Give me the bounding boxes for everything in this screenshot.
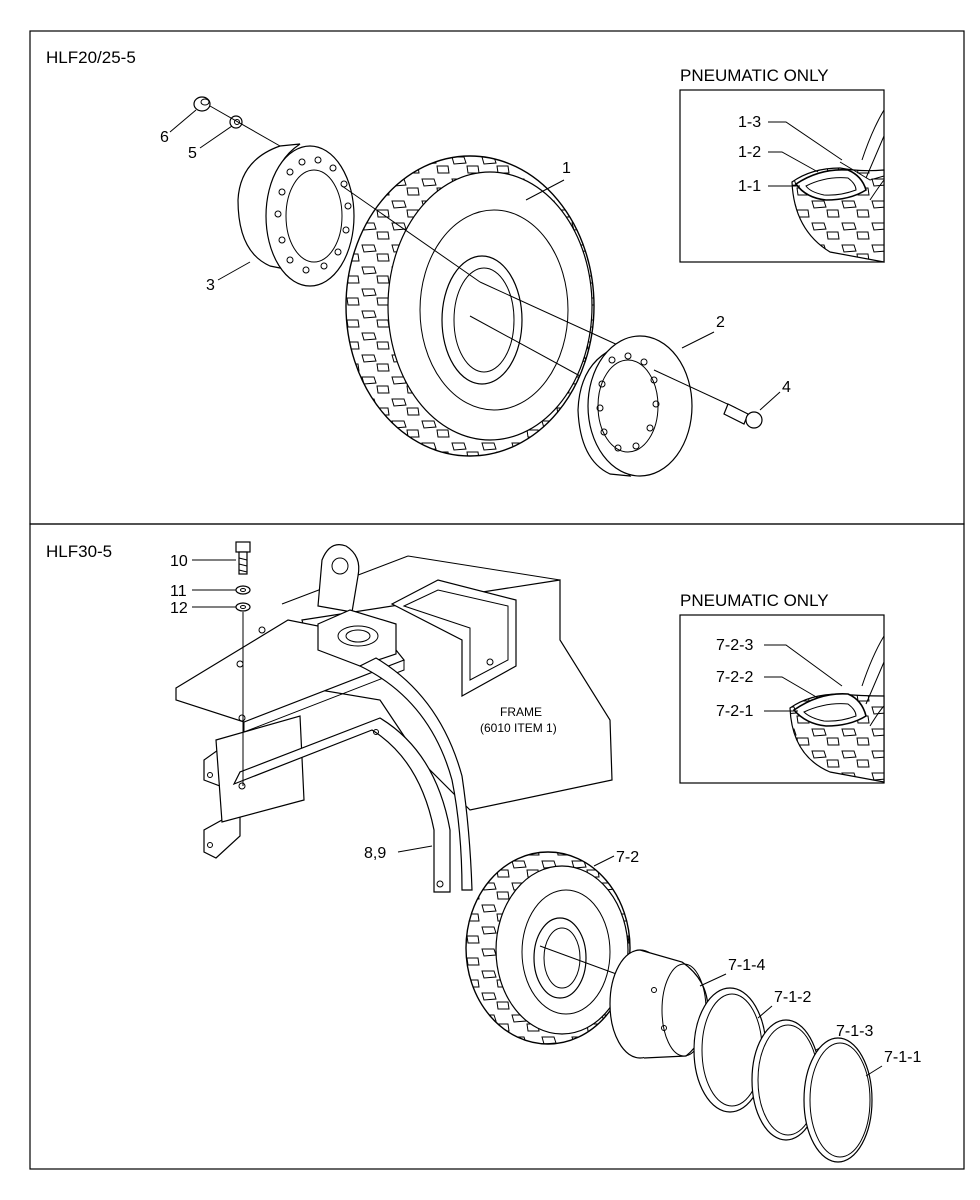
callout-3: 3 (206, 277, 215, 294)
leader-2 (681, 331, 715, 349)
inset-tire-section-top (791, 109, 885, 263)
bolt-part-10 (235, 541, 251, 575)
rim-half-part-3 (237, 143, 355, 287)
leader-1-3 (768, 121, 843, 161)
callout-1: 1 (562, 160, 571, 177)
callout-7-2-3: 7-2-3 (716, 637, 753, 654)
callout-7-2-1: 7-2-1 (716, 703, 753, 720)
ring-part-7-1-3 (751, 1019, 821, 1141)
leader-3 (217, 261, 251, 281)
leader-8-9 (397, 845, 433, 853)
frame-assembly (175, 544, 613, 891)
frame-note-line2: (6010 ITEM 1) (480, 721, 557, 735)
washer-part-12 (235, 602, 251, 612)
callout-1-3: 1-3 (738, 114, 761, 131)
tire-part-7-2 (465, 851, 631, 1045)
ring-part-7-1-1 (803, 1037, 873, 1163)
axis-line-lower (469, 315, 581, 377)
axis-line-left (341, 185, 481, 283)
leader-1-2 (768, 151, 819, 173)
callout-6: 6 (160, 129, 169, 146)
callout-1-1: 1-1 (738, 178, 761, 195)
section-bottom-frame (29, 523, 965, 1170)
leader-4 (759, 391, 781, 411)
model-label-bottom: HLF30-5 (46, 542, 112, 561)
tire-part-1 (345, 155, 595, 457)
callout-7-1-1: 7-1-1 (884, 1049, 921, 1066)
frame-note-line1: FRAME (500, 705, 542, 719)
washer-part-11 (235, 585, 251, 595)
callout-7-1-2: 7-1-2 (774, 989, 811, 1006)
rim-part-7-1-4 (609, 949, 709, 1059)
callout-7-2-2: 7-2-2 (716, 669, 753, 686)
nut-part-6 (193, 96, 211, 112)
axis-nut-line (209, 105, 281, 147)
leader-7-2-2 (764, 676, 819, 699)
callout-4: 4 (782, 379, 791, 396)
inset-title-top: PNEUMATIC ONLY (680, 66, 829, 85)
callout-12: 12 (170, 600, 188, 617)
leader-7-1-2 (757, 1005, 773, 1019)
callout-7-2: 7-2 (616, 849, 639, 866)
callout-2: 2 (716, 314, 725, 331)
callout-8-9: 8,9 (364, 845, 386, 862)
leader-1 (525, 179, 565, 201)
leader-6 (169, 109, 197, 133)
callout-1-2: 1-2 (738, 144, 761, 161)
fender-part-8-9 (232, 717, 451, 893)
callout-5: 5 (188, 145, 197, 162)
axis-line-right (479, 281, 621, 347)
callout-7-1-4: 7-1-4 (728, 957, 765, 974)
inset-tire-section-bottom (789, 635, 885, 783)
leader-7-2-3 (764, 644, 843, 687)
callout-7-1-3: 7-1-3 (836, 1023, 873, 1040)
leader-7-2 (593, 855, 615, 867)
leader-7-1-1 (865, 1065, 883, 1077)
leader-7-1-4 (699, 973, 727, 987)
model-label-top: HLF20/25-5 (46, 48, 136, 67)
callout-10: 10 (170, 553, 188, 570)
rim-half-part-2 (577, 335, 693, 477)
leader-5 (199, 125, 233, 149)
callout-11: 11 (170, 583, 187, 600)
inset-title-bottom: PNEUMATIC ONLY (680, 591, 829, 610)
bolt-part-4 (653, 369, 763, 429)
